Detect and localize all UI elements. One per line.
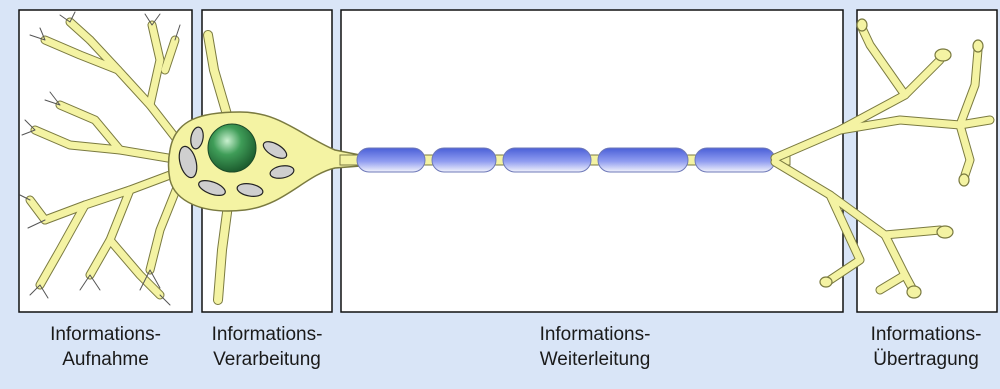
label-transmission: Informations- Übertragung (870, 324, 982, 370)
myelin-sheaths (356, 147, 776, 173)
mitochondria (178, 126, 295, 197)
dendrites (19, 11, 190, 306)
nucleus (207, 123, 257, 173)
soma-processes (203, 30, 233, 305)
axon-terminals (770, 18, 995, 299)
label-reception: Informations- Aufnahme (50, 324, 161, 370)
label-processing: Informations- Verarbeitung (211, 324, 323, 370)
label-conduction: Informations- Weiterleitung (539, 324, 651, 370)
